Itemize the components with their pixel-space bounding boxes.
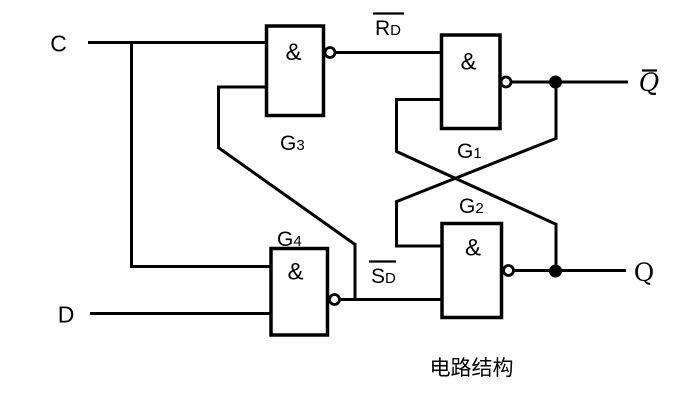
gate-g3-invert-bubble — [323, 46, 337, 59]
gate-g4-invert-bubble — [328, 293, 341, 306]
qbar-text: Q — [639, 68, 660, 97]
wire-q-fb-diagonal — [394, 149, 558, 226]
gate-g1-label: G1 — [457, 140, 482, 163]
gate-g1-invert-bubble — [499, 75, 513, 89]
gate-g4-box — [269, 246, 330, 337]
output-qbar-label: Q — [639, 68, 660, 97]
wires — [88, 41, 628, 315]
gate-g4-and-symbol: & — [287, 259, 303, 286]
gate-g1-box — [439, 33, 502, 131]
output-q-label: Q — [634, 258, 655, 287]
gate-g2-invert-bubble — [502, 264, 515, 277]
gate-g4: & — [269, 246, 341, 337]
gate-g1: & — [439, 33, 513, 131]
gate-g2: & — [440, 221, 515, 320]
gate-g1-and-symbol: & — [460, 49, 476, 76]
gate-g3: & — [264, 24, 337, 118]
gate-g2-label: G2 — [459, 195, 484, 218]
signal-rd-label: RD — [373, 12, 404, 40]
gate-g2-box — [440, 221, 504, 320]
junction-dot-q — [549, 264, 562, 278]
junction-dot-qbar — [549, 75, 562, 89]
gate-g4-label: G4 — [277, 228, 302, 251]
gate-g3-box — [264, 24, 326, 118]
wire-qbar-fb-diagonal — [394, 136, 558, 204]
wire-sd-to-g3-diagonal — [216, 145, 356, 246]
signal-sd-label: SD — [369, 260, 396, 288]
diagram-caption: 电路结构 — [430, 357, 514, 380]
gate-g3-and-symbol: & — [285, 39, 301, 66]
gate-g2-and-symbol: & — [465, 235, 481, 262]
gate-g3-label: G3 — [280, 132, 305, 155]
input-d-label: D — [58, 302, 75, 328]
rd-text: RD — [375, 17, 401, 40]
sd-text: SD — [371, 265, 396, 288]
input-c-label: C — [50, 31, 67, 57]
